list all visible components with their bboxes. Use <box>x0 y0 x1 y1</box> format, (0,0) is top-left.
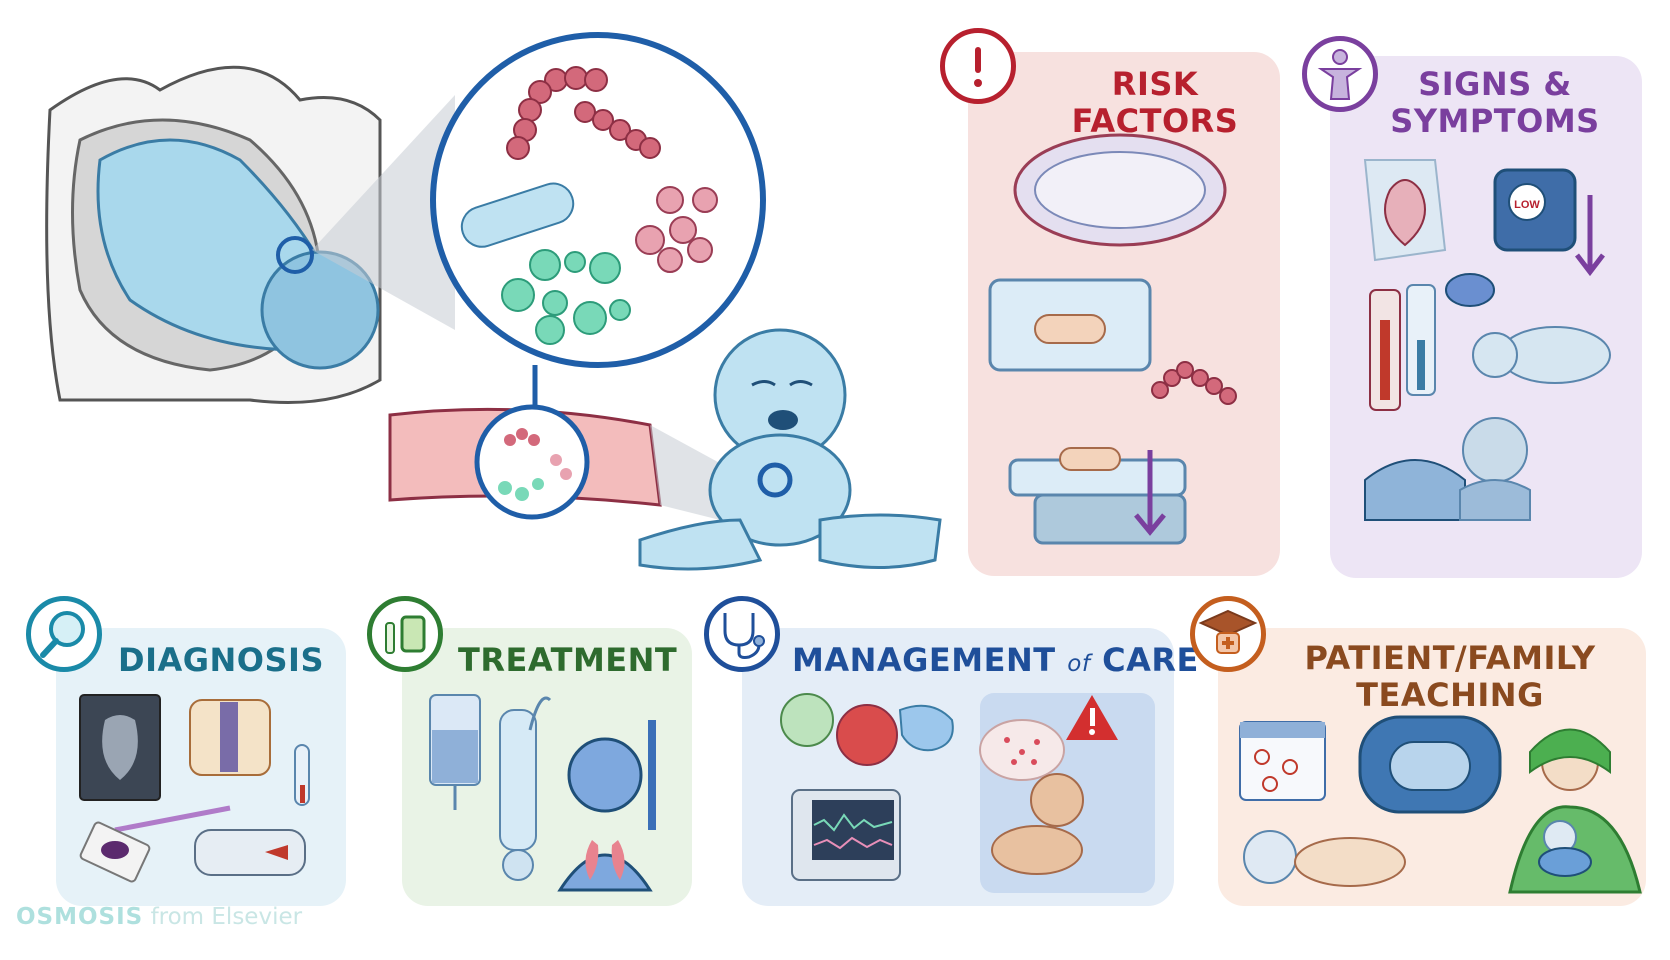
blood-pressure-badge: LOW <box>1514 199 1540 211</box>
brand-name: OSMOSIS <box>16 904 144 930</box>
signs-symptoms-title-line2: SYMPTOMS <box>1390 101 1600 140</box>
treatment-illustrations <box>429 694 656 892</box>
management-illustrations <box>780 693 1118 881</box>
crying-baby-illustration <box>638 328 942 571</box>
magnifier-icon <box>26 596 102 672</box>
bacteria-magnified-view <box>430 32 766 368</box>
signs-symptoms-title-line1: SIGNS & <box>1418 65 1572 103</box>
signs-symptoms-illustrations: LOW <box>1363 159 1611 521</box>
signs-symptoms-title: SIGNS & SYMPTOMS <box>1380 66 1610 140</box>
treatment-title: TREATMENT <box>458 641 678 679</box>
teaching-title-line1: PATIENT/FAMILY <box>1304 639 1596 677</box>
stethoscope-icon <box>704 596 780 672</box>
body-figure-icon <box>1302 36 1378 112</box>
teaching-title-line2: TEACHING <box>1356 675 1544 714</box>
management-title-part2: CARE <box>1102 641 1199 679</box>
risk-factors-title: RISK FACTORS <box>1071 65 1239 140</box>
management-title: MANAGEMENT of CARE <box>792 641 1198 679</box>
teaching-illustrations <box>1239 715 1642 894</box>
mother-womb-illustration <box>45 65 382 404</box>
neonatal-sepsis-illustration <box>45 32 942 571</box>
management-title-part1: MANAGEMENT <box>792 641 1056 679</box>
blood-vessel-illustration <box>388 404 760 530</box>
risk-factors-illustrations <box>988 133 1237 545</box>
teaching-title: PATIENT/FAMILY TEACHING <box>1290 640 1610 714</box>
graduation-cap-icon <box>1190 596 1266 672</box>
diagnosis-illustrations <box>79 694 310 883</box>
alert-icon <box>940 28 1016 104</box>
medication-icon <box>367 596 443 672</box>
diagnosis-title: DIAGNOSIS <box>118 641 324 679</box>
brand-suffix: from Elsevier <box>150 904 303 930</box>
osmosis-brand-logo: OSMOSIS from Elsevier <box>16 904 302 930</box>
management-title-of: of <box>1067 651 1091 677</box>
